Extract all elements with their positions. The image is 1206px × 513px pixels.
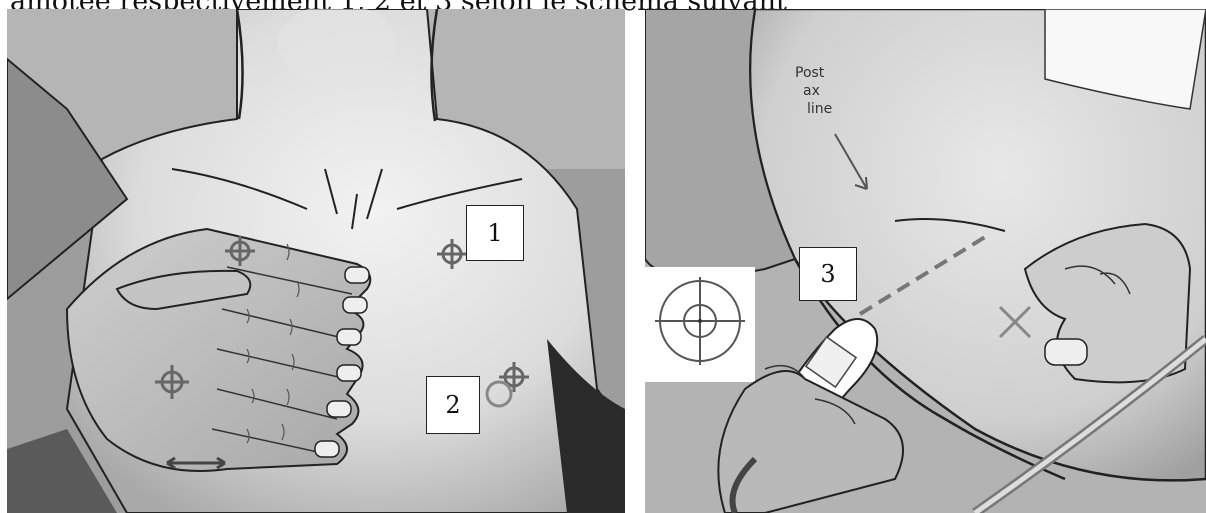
- lateral-illustration: Post ax line: [645, 9, 1206, 513]
- site-2-label: 2: [426, 376, 480, 434]
- lateral-drawing: [645, 9, 1206, 513]
- post-ax-line-2: ax: [795, 82, 832, 100]
- site-3-label: 3: [799, 247, 857, 301]
- post-ax-line-1: Post: [795, 64, 832, 82]
- post-ax-line-label: Post ax line: [795, 64, 832, 118]
- chest-illustration: [7, 9, 625, 513]
- post-ax-line-3: line: [795, 100, 832, 118]
- site-1-label: 1: [466, 205, 524, 261]
- chest-drawing: [7, 9, 625, 513]
